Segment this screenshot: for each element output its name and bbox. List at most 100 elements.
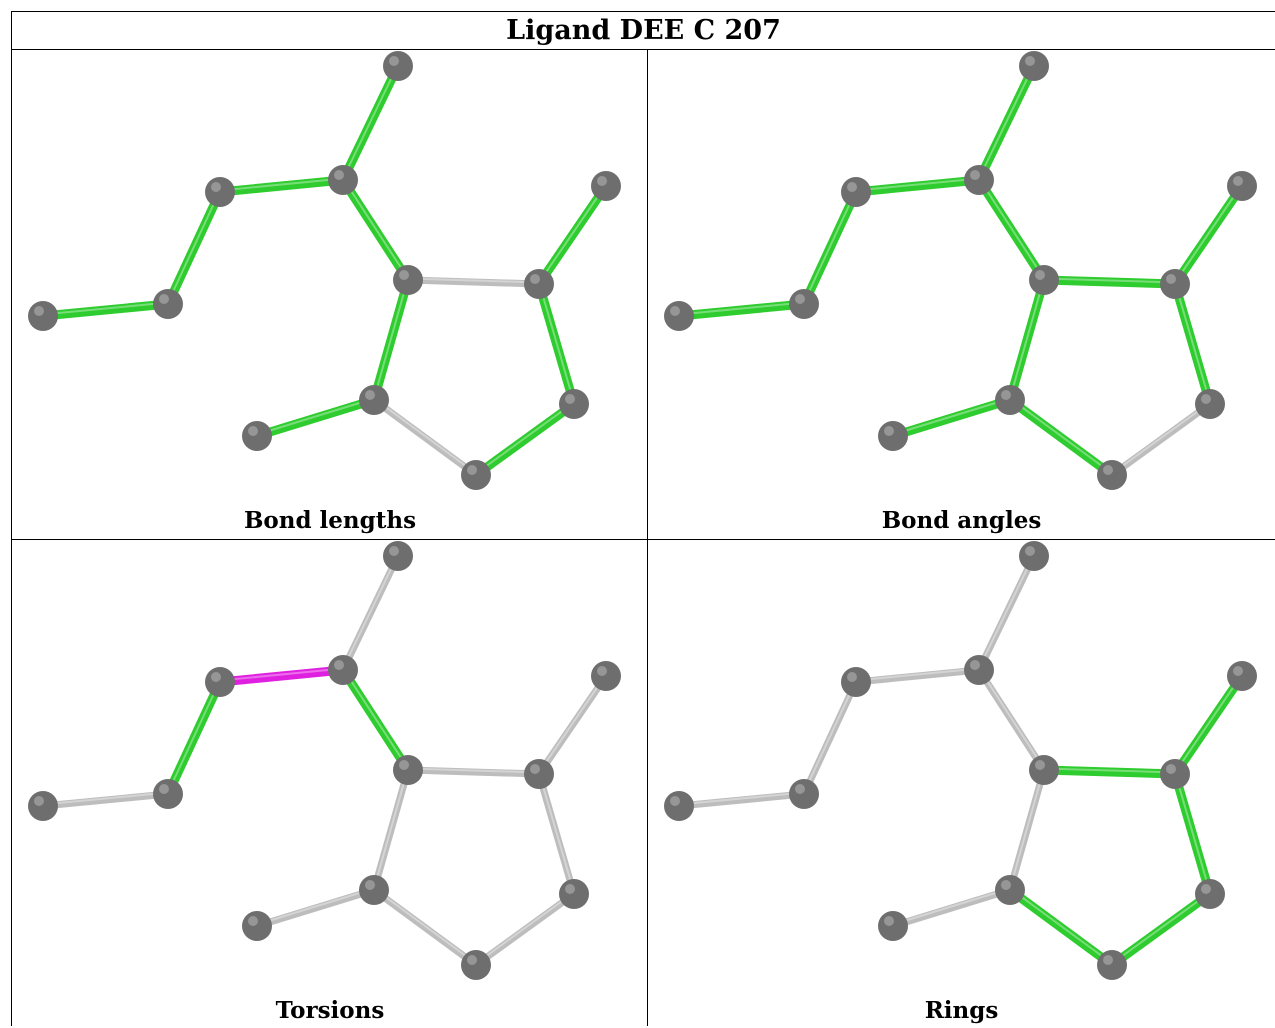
atom-9: [461, 950, 491, 980]
bond-highlight: [42, 301, 169, 316]
bond-5-6: [1039, 275, 1180, 289]
bond-10-5: [1005, 275, 1049, 405]
atom-shine: [795, 294, 805, 304]
bond-3-4: [338, 61, 403, 185]
atom-1: [153, 289, 183, 319]
bond-highlight: [1009, 767, 1045, 890]
atom-shine: [597, 176, 607, 186]
bond-0-1: [39, 790, 172, 810]
bond-highlight: [407, 277, 540, 284]
atom-shine: [884, 426, 894, 436]
atom-shine: [334, 660, 344, 670]
bond-3-5: [975, 666, 1048, 774]
bond-highlight: [803, 189, 857, 304]
bond-6-7: [534, 181, 611, 289]
bond-10-11: [889, 886, 1014, 930]
atom-7: [1227, 661, 1257, 691]
bond-highlight: [538, 771, 575, 894]
bond-highlight: [678, 791, 805, 806]
bond-3-4: [339, 552, 402, 674]
bond-1-2: [799, 187, 861, 309]
molecule-torsions: [28, 541, 621, 980]
bond-3-5: [338, 665, 413, 775]
atom-shine: [159, 294, 169, 304]
atom-3: [328, 165, 358, 195]
atom-shine: [847, 672, 857, 682]
caption-bond-angles: Bond angles: [881, 507, 1042, 534]
frame-left: [11, 11, 12, 1026]
bond-highlight: [678, 301, 805, 316]
bond-highlight: [1174, 673, 1243, 774]
bond-9-10: [370, 396, 480, 479]
caption-rings: Rings: [924, 997, 999, 1024]
atom-shine: [1201, 884, 1211, 894]
atom-8: [559, 879, 589, 909]
atom-11: [878, 421, 908, 451]
bond-highlight: [1009, 887, 1113, 965]
bond-highlight: [978, 553, 1035, 670]
atom-shine: [399, 760, 409, 770]
bond-8-9: [472, 890, 578, 969]
molecule-rings: [664, 541, 1257, 980]
atom-shine: [211, 672, 221, 682]
bond-highlight: [256, 397, 375, 436]
atom-3: [964, 655, 994, 685]
atom-10: [359, 875, 389, 905]
atom-7: [1227, 171, 1257, 201]
title-divider: [11, 49, 1275, 50]
atom-shine: [1035, 760, 1045, 770]
atom-4: [1019, 51, 1049, 81]
bond-8-9: [1107, 889, 1215, 970]
bond-highlight: [342, 667, 409, 770]
bond-highlight: [1043, 767, 1176, 774]
atom-shine: [670, 796, 680, 806]
bond-highlight: [256, 887, 375, 926]
atom-shine: [1035, 270, 1045, 280]
atom-shine: [399, 270, 409, 280]
bond-highlight: [342, 553, 399, 670]
atom-11: [242, 421, 272, 451]
atom-7: [591, 171, 621, 201]
bond-2-3: [215, 175, 348, 197]
bond-highlight: [42, 791, 169, 806]
atom-shine: [34, 306, 44, 316]
bond-6-7: [1170, 671, 1247, 779]
bond-highlight: [219, 667, 344, 682]
bond-2-3: [215, 665, 348, 687]
bond-9-10: [370, 886, 480, 969]
bond-5-6: [404, 766, 543, 778]
atom-shine: [1025, 546, 1035, 556]
bond-0-1: [675, 790, 808, 810]
atom-8: [559, 389, 589, 419]
atom-6: [1160, 759, 1190, 789]
bond-highlight: [978, 667, 1045, 770]
bond-9-10: [1005, 885, 1117, 970]
bond-highlight: [342, 63, 399, 180]
caption-torsions: Torsions: [275, 997, 385, 1024]
bond-highlight: [1111, 891, 1211, 965]
bond-2-3: [852, 666, 983, 686]
atom-shine: [795, 784, 805, 794]
atom-shine: [565, 394, 575, 404]
atom-shine: [1103, 955, 1113, 965]
bond-10-5: [370, 766, 412, 894]
atom-4: [1019, 541, 1049, 571]
atom-6: [524, 269, 554, 299]
atom-2: [205, 177, 235, 207]
bond-highlight: [373, 277, 409, 400]
atom-9: [1097, 460, 1127, 490]
bond-highlight: [1174, 281, 1211, 404]
atom-6: [524, 759, 554, 789]
bond-highlight: [219, 177, 344, 192]
molecule-bond-lengths: [28, 51, 621, 490]
bond-highlight: [475, 891, 575, 965]
panel-rings: Rings: [648, 540, 1275, 1028]
atom-shine: [1001, 390, 1011, 400]
bond-highlight: [373, 767, 409, 890]
bond-10-11: [252, 395, 379, 441]
bond-highlight: [1009, 277, 1045, 400]
atom-shine: [248, 916, 258, 926]
atom-shine: [1166, 764, 1176, 774]
bond-highlight: [167, 679, 221, 794]
atom-shine: [1233, 666, 1243, 676]
